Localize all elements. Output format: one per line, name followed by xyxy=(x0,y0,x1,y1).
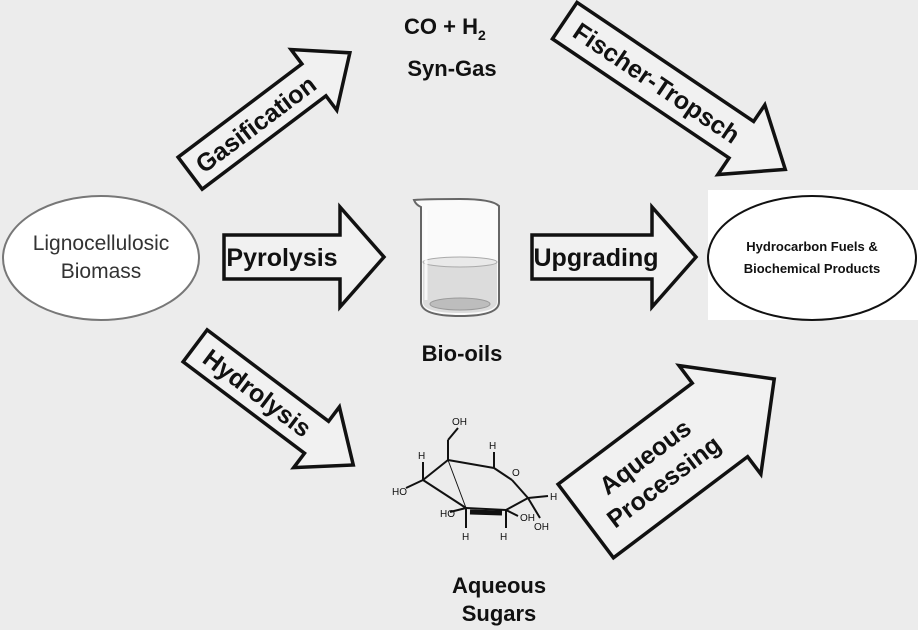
atom-h-3: H xyxy=(500,532,507,543)
syngas-node: CO + H2 Syn-Gas xyxy=(404,14,497,81)
fischer-tropsch-label: Fischer-Tropsch xyxy=(568,18,745,150)
upgrading-label: Upgrading xyxy=(534,244,659,272)
atom-ho-left: HO xyxy=(392,487,407,498)
syngas-label: Syn-Gas xyxy=(407,56,496,81)
atom-oh-bottom: OH xyxy=(534,522,549,533)
atom-h-1: H xyxy=(418,451,425,462)
pyrolysis-arrow: Pyrolysis xyxy=(222,202,387,312)
syngas-formula: CO + H2 xyxy=(404,14,486,43)
beaker-icon xyxy=(412,197,500,318)
product-label-line2: Biochemical Products xyxy=(744,261,881,276)
gasification-arrow: Gasification xyxy=(175,47,353,192)
atom-h-2: H xyxy=(462,532,469,543)
atom-oh-top: OH xyxy=(452,417,467,428)
fischer-tropsch-arrow: Fischer-Tropsch xyxy=(550,0,788,177)
atom-h-4: H xyxy=(550,492,557,503)
gasification-label: Gasification xyxy=(191,70,322,178)
sugars-label-line2: Sugars xyxy=(462,601,537,626)
glucose-molecule-icon xyxy=(405,427,549,528)
hydrolysis-arrow: Hydrolysis xyxy=(180,327,356,470)
source-node: Lignocellulosic Biomass xyxy=(2,195,200,321)
pyrolysis-label: Pyrolysis xyxy=(226,244,337,272)
glucose-atom-labels: OH H HO HO H OH H OH H H O xyxy=(392,417,557,543)
atom-h-5: H xyxy=(489,441,496,452)
hydrolysis-label: Hydrolysis xyxy=(197,344,316,443)
atom-o-ring: O xyxy=(512,468,520,479)
product-label-line1: Hydrocarbon Fuels & xyxy=(746,239,877,254)
atom-oh-right: OH xyxy=(520,513,535,524)
product-ellipse xyxy=(707,195,917,321)
aqueous-processing-arrow: Aqueous Processing xyxy=(555,363,777,561)
source-label-line2: Biomass xyxy=(61,260,142,283)
product-node: Hydrocarbon Fuels & Biochemical Products xyxy=(707,190,918,321)
upgrading-arrow: Upgrading xyxy=(530,202,699,312)
biooils-label: Bio-oils xyxy=(422,341,503,366)
sugars-label-line1: Aqueous xyxy=(452,573,546,598)
source-ellipse xyxy=(2,195,200,321)
source-label-line1: Lignocellulosic xyxy=(33,232,170,255)
atom-ho-lower: HO xyxy=(440,509,455,520)
